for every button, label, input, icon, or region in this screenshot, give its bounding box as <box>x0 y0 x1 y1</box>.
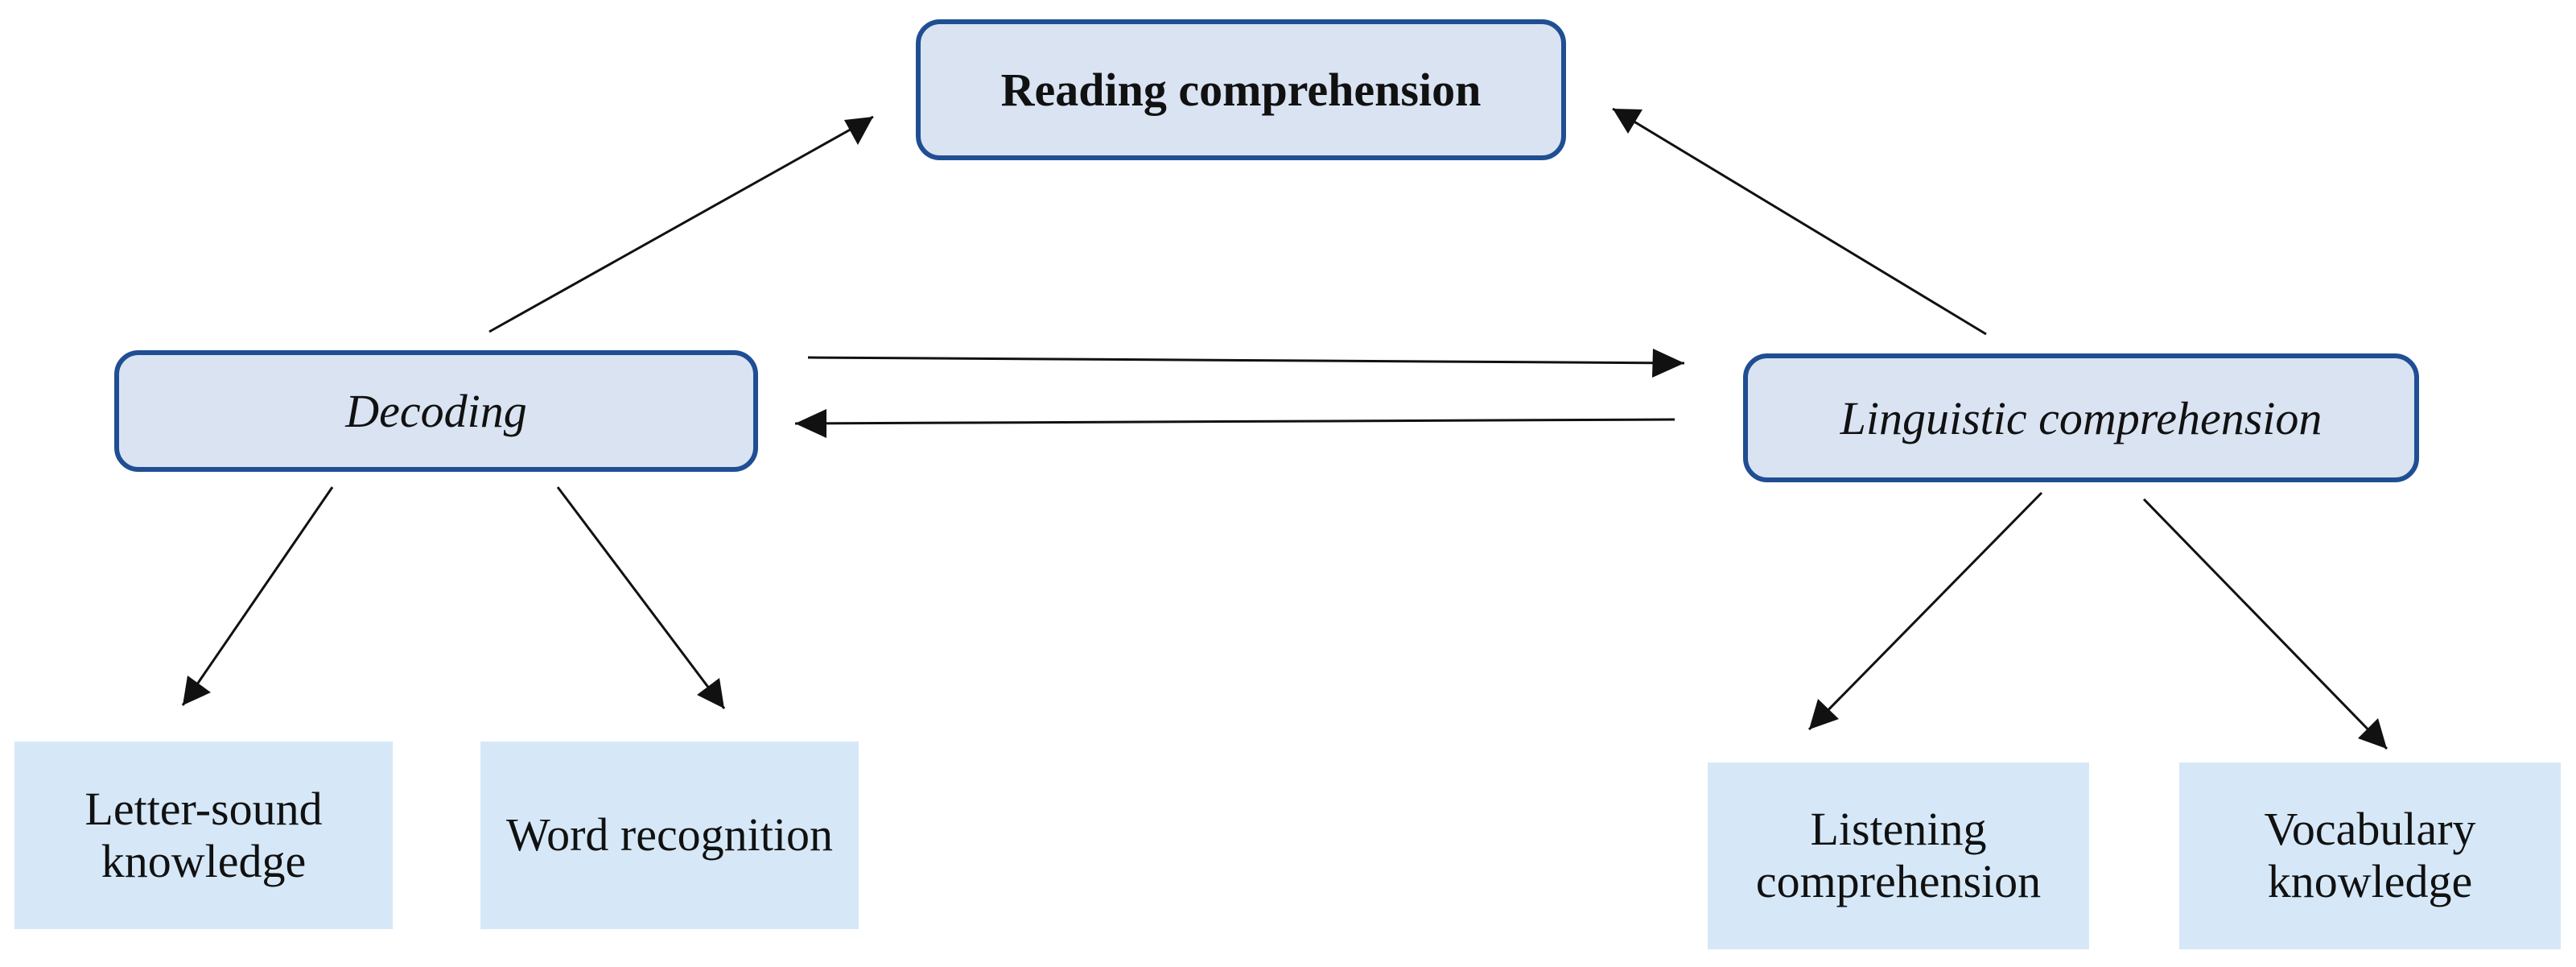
node-vocabulary-knowledge: Vocabulary knowledge <box>2179 762 2561 949</box>
node-label: Word recognition <box>505 808 834 862</box>
arrow-linguistic-to-listening <box>1807 491 2043 731</box>
arrow-decoding-to-reading <box>488 115 874 333</box>
node-label: Vocabulary knowledge <box>2264 803 2476 907</box>
node-decoding: Decoding <box>114 350 758 472</box>
node-listening-comprehension: Listening comprehension <box>1708 762 2089 949</box>
node-label: Listening comprehension <box>1755 803 2042 907</box>
node-reading-comprehension: Reading comprehension <box>916 19 1566 160</box>
arrow-linguistic-to-decoding <box>794 418 1675 425</box>
node-label: Decoding <box>345 385 527 437</box>
arrow-linguistic-to-vocabulary <box>2142 498 2388 750</box>
arrow-decoding-to-linguistic <box>807 356 1685 365</box>
arrowhead-to-letter-sound <box>183 676 211 705</box>
arrow-decoding-to-word-recognition <box>556 486 726 709</box>
node-label: Reading comprehension <box>1000 64 1482 116</box>
arrowhead-to-listening <box>1809 699 1839 729</box>
arrow-linguistic-to-reading <box>1612 107 1987 336</box>
node-word-recognition: Word recognition <box>480 742 859 929</box>
node-letter-sound-knowledge: Letter-sound knowledge <box>14 742 393 929</box>
arrowhead-reading-right <box>1613 109 1642 134</box>
arrowhead-to-linguistic <box>1652 349 1684 378</box>
arrowhead-reading-left <box>844 117 873 145</box>
arrowhead-to-vocabulary <box>2358 718 2387 749</box>
node-linguistic-comprehension: Linguistic comprehension <box>1743 353 2419 482</box>
node-label: Linguistic comprehension <box>1840 391 2323 444</box>
arrowhead-to-word-recognition <box>697 678 724 709</box>
arrow-decoding-to-letter-sound <box>181 486 334 706</box>
node-label: Letter-sound knowledge <box>84 782 323 887</box>
arrowhead-to-decoding <box>795 409 826 438</box>
